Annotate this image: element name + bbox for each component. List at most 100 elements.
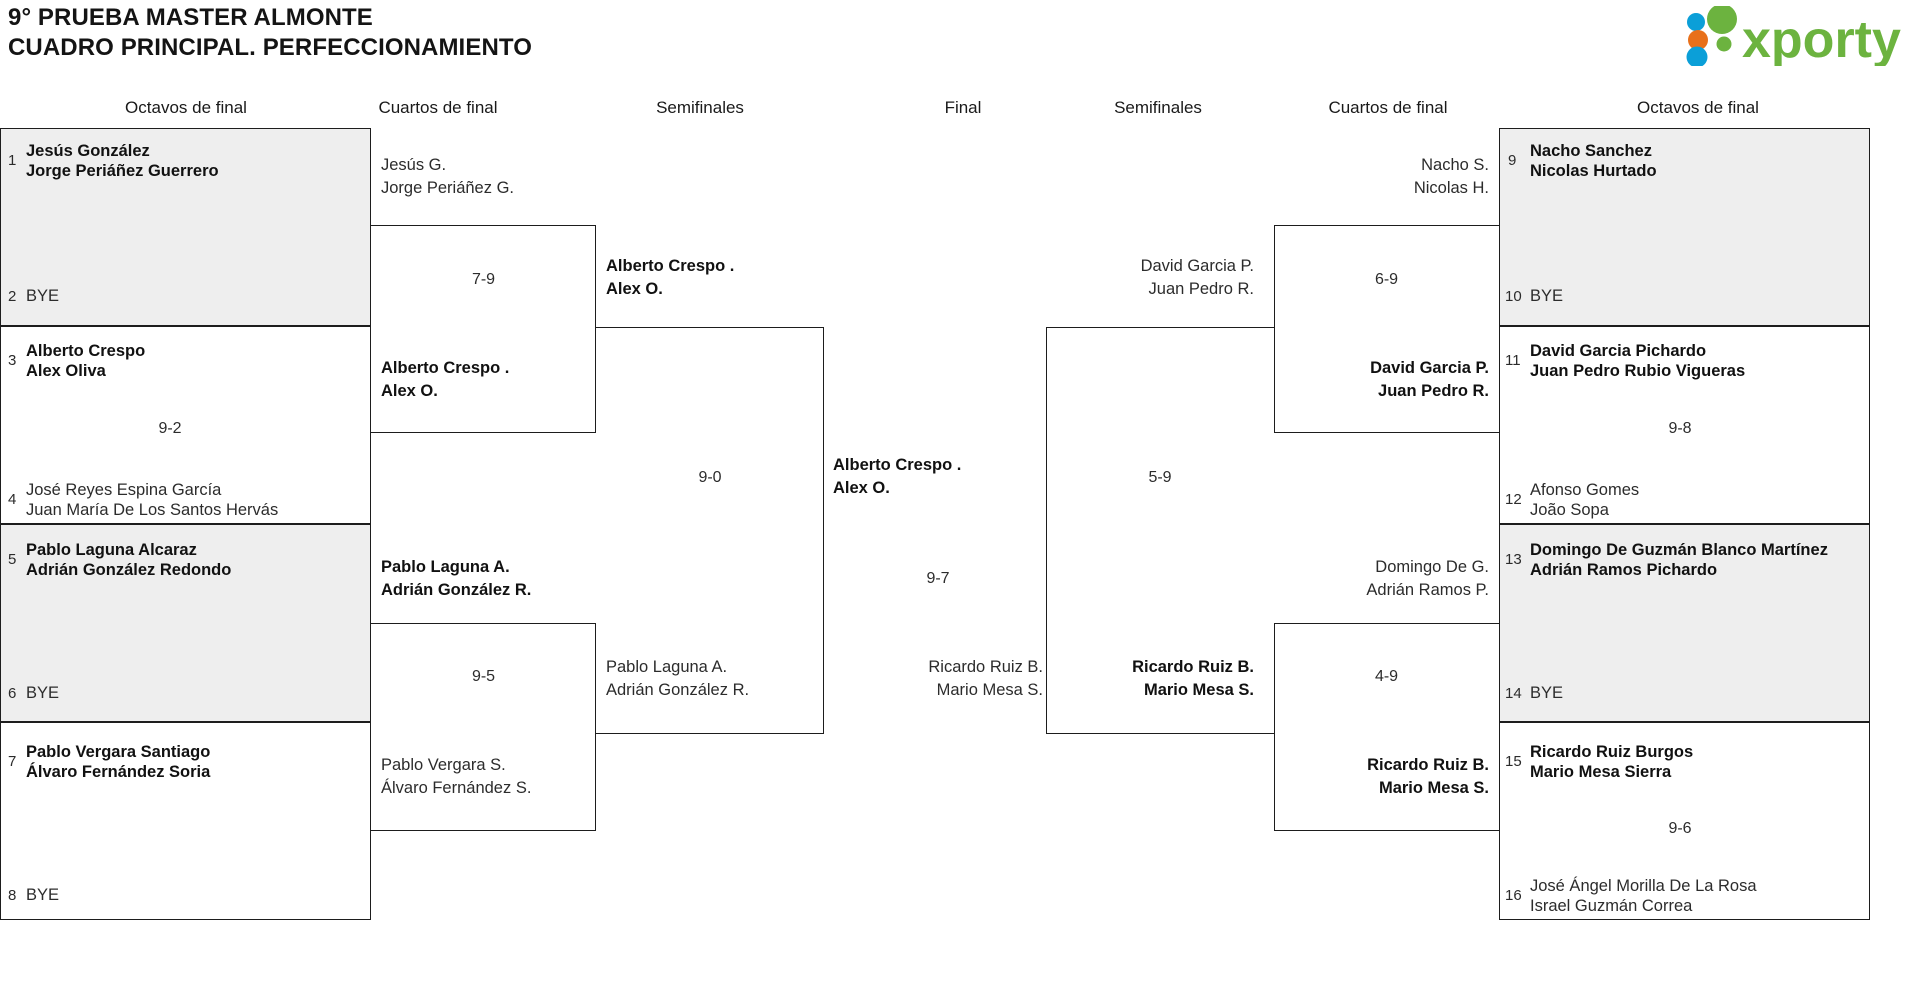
round-header-right-sf: Semifinales bbox=[1114, 98, 1202, 117]
qf-left-4b: Álvaro Fernández S. bbox=[381, 779, 532, 797]
qf-box-left-2[interactable] bbox=[371, 623, 596, 831]
player-line-4b: Juan María De Los Santos Hervás bbox=[26, 501, 279, 519]
r16-pair-15[interactable] bbox=[1499, 722, 1870, 920]
round-header-left-sf: Semifinales bbox=[656, 98, 744, 117]
qf-left-2a: Alberto Crespo . bbox=[381, 359, 510, 377]
qf-left-3b: Adrián González R. bbox=[381, 581, 532, 599]
seed-number-5: 5 bbox=[8, 551, 17, 568]
player-line-7a: Pablo Vergara Santiago bbox=[26, 743, 211, 761]
r16-pair-4[interactable] bbox=[0, 722, 371, 920]
seed-number-6: 6 bbox=[8, 685, 17, 702]
score-right-qf-3: 4-9 bbox=[1374, 668, 1399, 685]
xporty-logo-svg: xporty bbox=[1686, 4, 1901, 69]
qf-box-right-2[interactable] bbox=[1274, 623, 1499, 831]
player-line-16b: Israel Guzmán Correa bbox=[1530, 897, 1693, 915]
sf-box-right[interactable] bbox=[1046, 327, 1274, 734]
player-line-14a: BYE bbox=[1530, 684, 1564, 702]
seed-number-9: 9 bbox=[1508, 152, 1517, 169]
qf-right-3b: Adrián Ramos P. bbox=[1366, 581, 1489, 599]
player-line-5b: Adrián González Redondo bbox=[26, 561, 232, 579]
player-line-13a: Domingo De Guzmán Blanco Martínez bbox=[1530, 541, 1828, 559]
score-final: 9-7 bbox=[926, 570, 950, 587]
final-winner-a: Alberto Crespo . bbox=[833, 456, 962, 474]
player-line-5a: Pablo Laguna Alcaraz bbox=[26, 541, 197, 559]
score-right-sf: 5-9 bbox=[1148, 469, 1172, 486]
qf-box-left-1[interactable] bbox=[371, 225, 596, 433]
player-line-9a: Nacho Sanchez bbox=[1530, 142, 1652, 160]
player-line-3a: Alberto Crespo bbox=[26, 342, 146, 360]
qf-left-1b: Jorge Periáñez G. bbox=[381, 179, 514, 197]
player-line-9b: Nicolas Hurtado bbox=[1530, 162, 1657, 180]
seed-number-7: 7 bbox=[8, 753, 17, 770]
svg-text:xporty: xporty bbox=[1742, 11, 1901, 66]
tournament-name: 9° PRUEBA MASTER ALMONTE bbox=[8, 4, 373, 31]
sf-right-1a: David Garcia P. bbox=[1140, 257, 1254, 275]
seed-number-15: 15 bbox=[1505, 753, 1522, 770]
player-line-15a: Ricardo Ruiz Burgos bbox=[1530, 743, 1694, 761]
r16-pair-3[interactable] bbox=[0, 524, 371, 722]
player-line-10a: BYE bbox=[1530, 287, 1564, 305]
qf-left-2b: Alex O. bbox=[381, 382, 438, 400]
player-line-12a: Afonso Gomes bbox=[1530, 481, 1640, 499]
sf-left-2a: Pablo Laguna A. bbox=[606, 658, 728, 676]
qf-right-4b: Mario Mesa S. bbox=[1378, 779, 1489, 797]
seed-number-1: 1 bbox=[8, 152, 17, 169]
qf-right-2a: David Garcia P. bbox=[1370, 359, 1489, 377]
qf-left-4a: Pablo Vergara S. bbox=[381, 756, 506, 774]
qf-right-1b: Nicolas H. bbox=[1413, 179, 1489, 197]
score-right-r16-2: 9-8 bbox=[1668, 420, 1692, 437]
final-runnerup-a: Ricardo Ruiz B. bbox=[928, 658, 1043, 676]
r16-pair-13[interactable] bbox=[1499, 524, 1870, 722]
score-right-qf-1: 6-9 bbox=[1374, 271, 1399, 288]
player-line-16a: José Ángel Morilla De La Rosa bbox=[1530, 877, 1757, 895]
score-right-r16-4: 9-6 bbox=[1668, 820, 1692, 837]
qf-box-right-1[interactable] bbox=[1274, 225, 1499, 433]
r16-pair-2[interactable] bbox=[0, 326, 371, 524]
page-title: 9° PRUEBA MASTER ALMONTE CUADRO PRINCIPA… bbox=[8, 3, 532, 63]
player-line-12b: João Sopa bbox=[1530, 501, 1609, 519]
round-header-right-sf2: Octavos de final bbox=[1637, 98, 1759, 117]
player-line-11a: David Garcia Pichardo bbox=[1530, 342, 1707, 360]
seed-number-2: 2 bbox=[8, 288, 17, 305]
final-winner-b: Alex O. bbox=[833, 479, 890, 497]
qf-right-1a: Nacho S. bbox=[1421, 156, 1489, 174]
sf-right-2a: Ricardo Ruiz B. bbox=[1132, 658, 1254, 676]
tournament-subtitle: CUADRO PRINCIPAL. PERFECCIONAMIENTO bbox=[8, 34, 532, 61]
score-left-r16-2: 9-2 bbox=[158, 420, 182, 437]
player-line-15b: Mario Mesa Sierra bbox=[1530, 763, 1672, 781]
round-header-left-r16: Octavos de final bbox=[125, 98, 247, 117]
seed-number-13: 13 bbox=[1505, 551, 1522, 568]
sf-right-2b: Mario Mesa S. bbox=[1143, 681, 1254, 699]
score-left-qf-3: 9-5 bbox=[471, 668, 496, 685]
r16-pair-11[interactable] bbox=[1499, 326, 1870, 524]
player-line-1b: Jorge Periáñez Guerrero bbox=[26, 162, 219, 180]
player-line-13b: Adrián Ramos Pichardo bbox=[1530, 561, 1718, 579]
round-header-final: Final bbox=[944, 98, 982, 117]
sf-box-left[interactable] bbox=[596, 327, 824, 734]
sf-left-1b: Alex O. bbox=[606, 280, 663, 298]
qf-right-2b: Juan Pedro R. bbox=[1378, 382, 1489, 400]
player-line-7b: Álvaro Fernández Soria bbox=[26, 763, 211, 781]
player-line-3b: Alex Oliva bbox=[26, 362, 106, 380]
r16-pair-9[interactable] bbox=[1499, 128, 1870, 326]
player-line-11b: Juan Pedro Rubio Vigueras bbox=[1530, 362, 1746, 380]
qf-left-1a: Jesús G. bbox=[381, 156, 447, 174]
score-left-qf-1: 7-9 bbox=[471, 271, 496, 288]
player-line-2a: BYE bbox=[26, 287, 60, 305]
player-line-8a: BYE bbox=[26, 886, 60, 904]
seed-number-10: 10 bbox=[1505, 288, 1522, 305]
r16-pair-1[interactable] bbox=[0, 128, 371, 326]
round-header-left-qf: Cuartos de final bbox=[378, 98, 498, 117]
seed-number-8: 8 bbox=[8, 887, 17, 904]
seed-number-11: 11 bbox=[1505, 352, 1521, 369]
seed-number-3: 3 bbox=[8, 352, 17, 369]
qf-right-4a: Ricardo Ruiz B. bbox=[1367, 756, 1489, 774]
player-line-6a: BYE bbox=[26, 684, 60, 702]
qf-left-3a: Pablo Laguna A. bbox=[381, 558, 510, 576]
sf-left-2b: Adrián González R. bbox=[606, 681, 750, 699]
seed-number-14: 14 bbox=[1505, 685, 1522, 702]
final-runnerup-b: Mario Mesa S. bbox=[936, 681, 1043, 699]
player-line-1a: Jesús González bbox=[26, 142, 150, 160]
score-left-sf: 9-0 bbox=[698, 469, 722, 486]
round-header-right-qf: Cuartos de final bbox=[1328, 98, 1448, 117]
